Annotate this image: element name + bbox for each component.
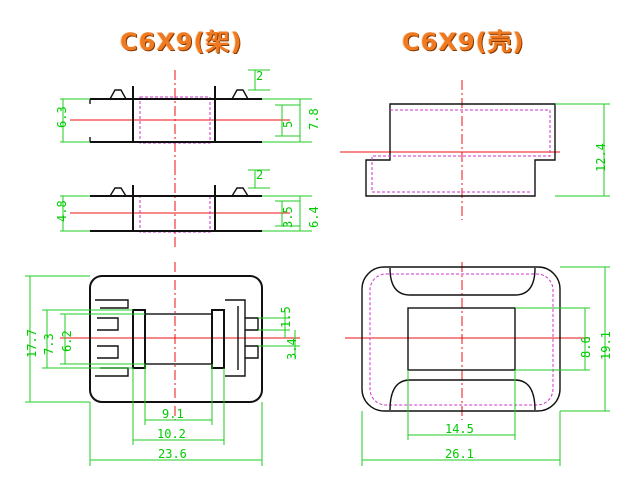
shell-top-view: 8.6 19.1 14.5 26.1 [345, 262, 613, 466]
dim-inner-3-5: 3.5 [281, 206, 295, 228]
dim-bobbin-side-7-8: 7.8 [307, 108, 321, 130]
dim-shell-height-19-1: 19.1 [599, 331, 613, 360]
dim-bobbin-side-6-4: 6.4 [307, 206, 321, 228]
bobbin-title: C6X9(架) [120, 28, 243, 56]
dim-shell-height-12-4: 12.4 [594, 143, 608, 172]
dim-bobbin-side-6-3: 6.3 [55, 106, 69, 128]
shell-side-view: 12.4 [340, 80, 610, 220]
dim-width-23-6: 23.6 [158, 447, 187, 461]
bobbin-side-view-top: 6.3 2 5 7.8 [55, 69, 321, 165]
dim-flange-10-2: 10.2 [157, 427, 186, 441]
dim-inner-height-8-6: 8.6 [579, 336, 593, 358]
dim-pin-height-2: 2 [256, 69, 263, 83]
dim-6-2: 6.2 [60, 330, 74, 352]
dim-height-17-7: 17.7 [25, 329, 39, 358]
shell-title: C6X9(壳) [402, 28, 525, 56]
dim-shell-width-26-1: 26.1 [445, 447, 474, 461]
dim-bobbin-side-4-8: 4.8 [55, 200, 69, 222]
dim-core-9-1: 9.1 [162, 407, 184, 421]
dim-slot-1-5: 1.5 [279, 306, 293, 328]
dim-7-3: 7.3 [42, 333, 56, 355]
dim-slot-3-4: 3.4 [285, 338, 299, 360]
bobbin-top-view: 17.7 7.3 6.2 1.5 3.4 9.1 10.2 23.6 [25, 262, 300, 466]
dim-pin-height-2-mid: 2 [256, 168, 263, 182]
dim-inner-5: 5 [281, 121, 295, 128]
bobbin-side-view-mid: 4.8 2 3.5 6.4 [55, 165, 321, 250]
dim-inner-width-14-5: 14.5 [445, 422, 474, 436]
